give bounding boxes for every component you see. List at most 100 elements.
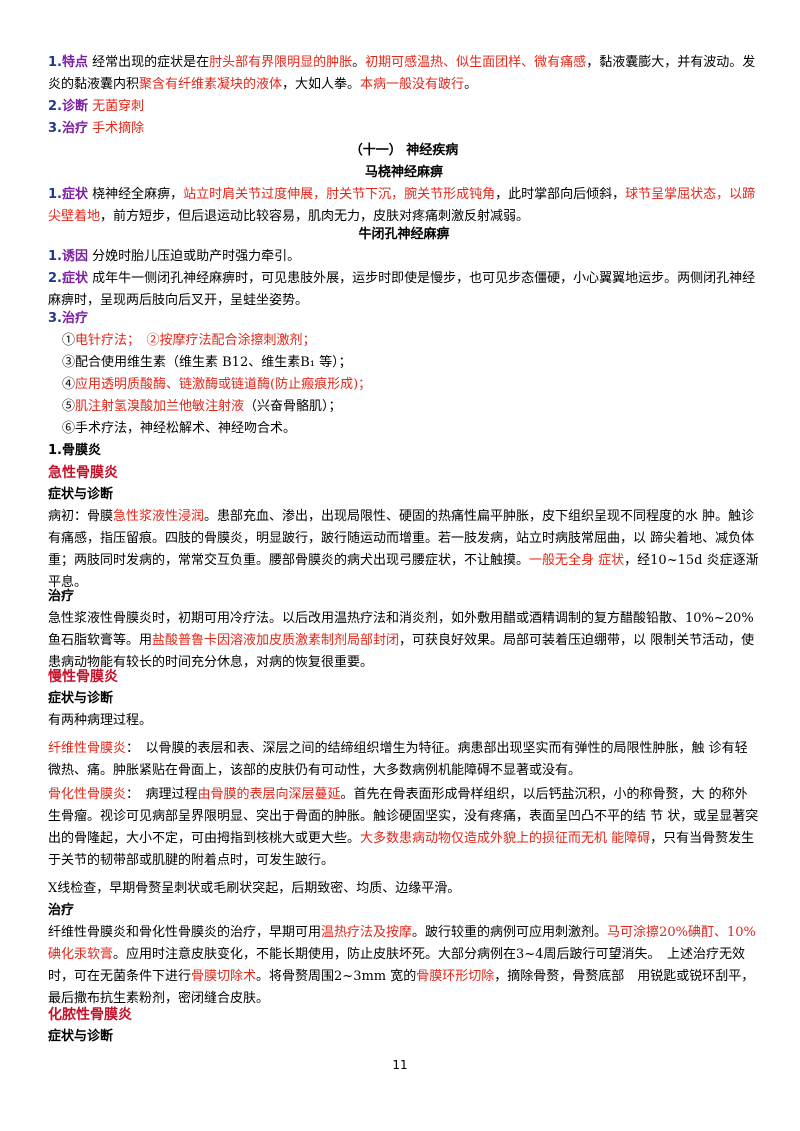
treatment-label: 治疗 (61, 121, 88, 136)
treatment-item-1-2: ①电针疗法； ②按摩疗法配合涂擦刺激剂； (48, 330, 774, 352)
highlight-text: ； (358, 377, 372, 392)
chronic-treatment-paragraph: 纤维性骨膜炎和骨化性骨膜炎的治疗，早期可用温热疗法及按摩。跛行较重的病例可应用刺… (48, 922, 760, 1010)
highlight-text: ； (302, 333, 316, 348)
treatment-heading: 治疗 (48, 903, 75, 918)
symptom-diagnosis-heading: 症状与诊断 (48, 691, 114, 706)
ossifying-periostitis-paragraph: 骨化性骨膜炎： 病理过程由骨膜的表层向深层蔓延。首先在骨表面形成骨样组织，以后钙… (48, 784, 760, 872)
highlight-text: 骨化性骨膜炎 (48, 787, 127, 802)
chronic-intro-line: 有两种病理过程。 (48, 713, 153, 728)
text: ，大如人拳。 (282, 77, 361, 92)
diagnosis-label: 诊断 (61, 99, 88, 114)
highlight-text: 无菌穿刺 (92, 99, 145, 114)
chronic-periostitis-heading: 慢性骨膜炎 (48, 669, 118, 685)
acute-periostitis-heading: 急性骨膜炎 (48, 465, 118, 481)
highlight-text: 按摩疗法配合涂擦刺激剂 (159, 333, 303, 348)
highlight-text: 聚含有纤维素凝块的液体 (139, 77, 283, 92)
xray-line: X线检查，早期骨赘呈刺状或毛刷状突起，后期致密、均质、边缘平滑。 (48, 881, 461, 896)
bursitis-features-paragraph: 1.特点 经常出现的症状是在肘头部有界限明显的肿胀。初期可感温热、似生面团样、微… (48, 52, 760, 96)
text: 急性浆液性骨膜炎时，初期可用冷疗法。以后改用温热疗法和消炎剂，如外敷用醋或酒精调… (48, 611, 754, 648)
obturator-treatment-heading: 3.治疗 (48, 308, 760, 330)
highlight-text: 盐酸普鲁卡因溶液加皮质激素制剂局部封闭 (152, 633, 400, 648)
periostitis-heading: 1.骨膜炎 (48, 443, 101, 458)
treatment-item-6: ⑥手术疗法，神经松解术、神经吻合术。 (62, 421, 297, 436)
symptom-label: 症状 (61, 271, 88, 286)
highlight-text: 纤维性骨膜炎 (48, 741, 127, 756)
treatment-heading: 治疗 (48, 589, 75, 604)
text: 。首先在骨表面形成骨样组织，以后钙盐沉积，小的称骨赘，大 的称外生骨瘤。视诊可见… (48, 787, 759, 846)
text: 。跛行较重的病例可应用刺激剂。 (412, 925, 608, 940)
item-number: 2. (48, 271, 62, 286)
text: ，摘除骨赘，骨赘底部 用锐匙或锐环刮平，最后撒布抗生素粉剂，密闭缝合皮肤。 (48, 969, 755, 1006)
highlight-text: ； ② (127, 333, 160, 348)
highlight-text: 初期可感温热、似生面团样、微有痛感 (365, 55, 587, 70)
purulent-periostitis-heading: 化脓性骨膜炎 (48, 1007, 132, 1023)
features-label: 特点 (61, 55, 88, 70)
text: 纤维性骨膜炎和骨化性骨膜炎的治疗，早期可用 (48, 925, 322, 940)
fibrous-periostitis-paragraph: 纤维性骨膜炎： 以骨膜的表层和表、深层之间的结缔组织增生为特征。病患部出现坚实而… (48, 738, 760, 782)
text: ： 以骨膜的表层和表、深层之间的结缔组织增生为特征。病患部出现坚实而有弹性的局限… (48, 741, 748, 778)
highlight-text: 大多数患病动物仅造成外貌上的损征而无机 能障碍 (360, 831, 651, 846)
page-number: 11 (392, 1058, 408, 1072)
text: ，前方短步，但后退运动比较容易，肌肉无力，皮肤对疼痛刺激反射减弱。 (100, 209, 530, 224)
treatment-item-3: ③配合使用维生素（维生素 B12、维生素B₁ 等）； (62, 355, 352, 370)
radial-symptom-paragraph: 1.症状 桡神经全麻痹，站立时肩关节过度伸展，肘关节下沉，腕关节形成钝角，此时掌… (48, 184, 760, 228)
text: 。应用时注意皮肤变化，不能长期使用，防止皮肤坏死。大部分病例在3~4周后跛行可望… (48, 947, 745, 984)
text: ⑤ (62, 399, 76, 414)
diagnosis-line: 2.诊断 无菌穿刺 (48, 96, 760, 118)
text: 病初：骨膜 (48, 509, 114, 524)
text: 。将骨赘周围2~3mm 宽的 (256, 969, 417, 984)
highlight-text: 一般无全身 症状 (529, 553, 625, 568)
obturator-symptom-paragraph: 2.症状 成年牛一侧闭孔神经麻痹时，可见患肢外展，运步时即使是慢步，也可见步态僵… (48, 268, 760, 312)
symptom-diagnosis-heading: 症状与诊断 (48, 1029, 114, 1044)
text: 桡神经全麻痹， (88, 187, 184, 202)
text: ，经10~15d 炎症逐渐平息。 (48, 553, 759, 590)
treatment-item-5: ⑤肌注射氢溴酸加兰他敏注射液（兴奋骨骼肌）； (48, 396, 774, 418)
text: ，只有当骨赘发生于关节的韧带部或肌腱的附着点时，可发生跛行。 (48, 831, 755, 868)
symptom-label: 症状 (61, 187, 88, 202)
item-number: 3. (48, 311, 62, 326)
highlight-text: 马可涂擦20%碘酊、10%碘化汞软膏 (48, 925, 756, 962)
highlight-text: 电针疗法 (75, 333, 128, 348)
item-number: 2. (48, 99, 62, 114)
text: 。患部充血、渗出，出现局限性、硬固的热痛性扁平肿胀，皮下组织呈现不同程度的水 肿… (48, 509, 755, 568)
symptom-diagnosis-heading: 症状与诊断 (48, 487, 114, 502)
item-number: 1. (48, 249, 62, 264)
highlight-text: 本病一般没有跛行 (360, 77, 465, 92)
cause-label: 诱因 (61, 249, 88, 264)
highlight-text: 球节呈掌屈状态，以蹄尖壁着地 (48, 187, 756, 224)
text: ，可获良好效果。局部可装着压迫绷带，以 限制关节活动，使患病动物能有较长的时间充… (48, 633, 755, 670)
text: 成年牛一侧闭孔神经麻痹时，可见患肢外展，运步时即使是慢步，也可见步态僵硬，小心翼… (48, 271, 756, 308)
subsection-heading-radial: 马桡神经麻痹 (364, 165, 443, 180)
obturator-cause-line: 1.诱因 分娩时胎儿压迫或助产时强力牵引。 (48, 246, 760, 268)
treatment-line: 3.治疗 手术摘除 (48, 118, 760, 140)
highlight-text: 骨膜环形切除 (416, 969, 495, 984)
treatment-label: 治疗 (61, 311, 88, 326)
acute-treatment-paragraph: 急性浆液性骨膜炎时，初期可用冷疗法。以后改用温热疗法和消炎剂，如外敷用醋或酒精调… (48, 608, 760, 674)
highlight-text: 应用透明质酸酶、链激酶或链道酶(防止瘢痕形成) (75, 377, 359, 392)
text: 。 (464, 77, 478, 92)
highlight-text: 肌注射氢溴酸加兰他敏注射液 (75, 399, 245, 414)
highlight-text: 骨膜切除术 (191, 969, 257, 984)
text: 经常出现的症状是在 (88, 55, 210, 70)
text: 。 (352, 55, 366, 70)
treatment-item-4: ④应用透明质酸酶、链激酶或链道酶(防止瘢痕形成)； (48, 374, 774, 396)
highlight-text: 由骨膜的表层向深层蔓延 (197, 787, 341, 802)
text: ，此时掌部向后倾斜， (495, 187, 626, 202)
text: ，黏液囊膨大，并有波动。发炎的黏液囊内积 (48, 55, 756, 92)
text: ： 病理过程 (126, 787, 198, 802)
highlight-text: 手术摘除 (92, 121, 145, 136)
highlight-text: 急性浆液性浸润 (113, 509, 205, 524)
highlight-text: 温热疗法及按摩 (321, 925, 413, 940)
highlight-text: 肘头部有界限明显的肿胀 (209, 55, 353, 70)
item-number: 3. (48, 121, 62, 136)
subsection-heading-obturator: 牛闭孔神经麻痹 (358, 227, 450, 242)
text: ① (62, 333, 76, 348)
section-heading: （十一） 神经疾病 (349, 143, 459, 158)
item-number: 1. (48, 55, 62, 70)
item-number: 1. (48, 187, 62, 202)
text: 分娩时胎儿压迫或助产时强力牵引。 (88, 249, 301, 264)
highlight-text: 站立时肩关节过度伸展，肘关节下沉，腕关节形成钝角 (183, 187, 496, 202)
text: ④ (62, 377, 76, 392)
text: （兴奋骨骼肌）； (244, 399, 342, 414)
